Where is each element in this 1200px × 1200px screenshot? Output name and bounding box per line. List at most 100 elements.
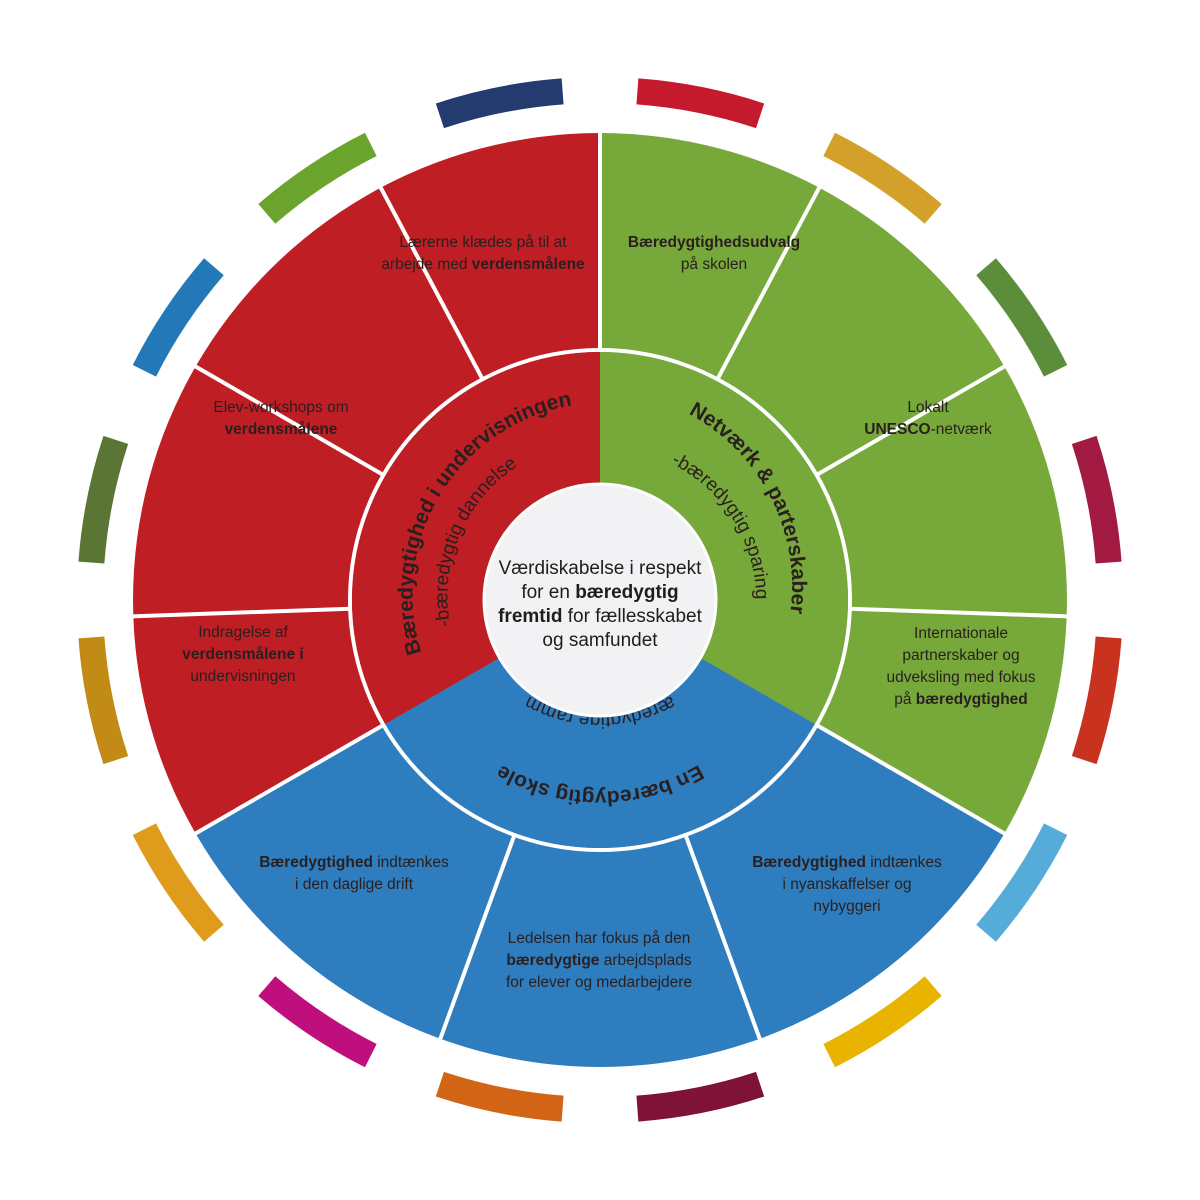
text-run: bæredygtighed	[916, 691, 1028, 708]
inner-ring-border	[348, 348, 852, 852]
text-run: UNESCO	[864, 421, 930, 438]
text-run: på skolen	[681, 256, 747, 273]
text-line: verdensmålene i	[182, 646, 303, 663]
sdg-segment	[976, 258, 1068, 377]
text-run: arbejde med	[381, 256, 471, 273]
segment-label-red-top: Lærerne klædes på til at arbejde med verd…	[381, 234, 585, 273]
text-run: for fællesskabet	[563, 606, 703, 627]
sdg-segment	[78, 435, 129, 564]
text-run: arbejdsplads	[599, 952, 691, 969]
divider-line	[190, 723, 385, 838]
text-line: arbejde med verdensmålene	[381, 256, 585, 273]
segment-label-green-top: Bæredygtighedsudvalg på skolen	[628, 234, 800, 273]
text-line: Elev-workshops om	[213, 399, 348, 416]
text-run: Internationale	[914, 625, 1008, 642]
text-line: i den daglige drift	[295, 876, 414, 893]
sdg-segment	[132, 258, 224, 377]
divider-line	[849, 606, 1072, 619]
text-line: Ledelsen har fokus på den	[508, 930, 691, 947]
text-line: på skolen	[681, 256, 747, 273]
sdg-segment	[636, 78, 765, 129]
text-line: Bæredygtighedsudvalg	[628, 234, 800, 251]
text-line: Lokalt	[907, 399, 949, 416]
divider-line	[683, 834, 764, 1045]
text-run: fremtid	[498, 606, 562, 627]
text-line: Lærerne klædes på til at	[399, 234, 567, 251]
text-line: Indragelse af	[198, 624, 288, 641]
text-run: -netværk	[931, 421, 992, 438]
text-run: Lokalt	[907, 399, 949, 416]
text-run: for en	[521, 582, 575, 603]
text-line: Værdiskabelse i respekt	[499, 558, 702, 579]
text-line: Bæredygtighed indtænkes	[752, 854, 942, 871]
outer-segment-labels: Lærerne klædes på til at arbejde med verd…	[182, 234, 1036, 991]
center-statement: Værdiskabelse i respekt for en bæredygtig…	[498, 558, 703, 651]
text-line: undervisningen	[190, 668, 295, 685]
segment-label-blue-left: Bæredygtighed indtænkes i den daglige dri…	[259, 854, 449, 893]
divider-line	[815, 723, 1010, 838]
text-run: udveksling med fokus	[886, 669, 1035, 686]
sdg-segment	[823, 132, 942, 224]
text-run: Elev-workshops om	[213, 399, 348, 416]
text-run: og samfundet	[542, 630, 658, 651]
text-run: i den daglige drift	[295, 876, 414, 893]
text-line: partnerskaber og	[902, 647, 1019, 664]
text-run: for elever og medarbejdere	[506, 974, 692, 991]
text-run: verdensmålene	[472, 256, 585, 273]
text-run: nybyggeri	[813, 898, 880, 915]
text-line: og samfundet	[542, 630, 658, 651]
inner-wedge-blue	[385, 600, 815, 849]
text-run: Bæredygtighed	[752, 854, 866, 871]
sdg-segment	[435, 1071, 564, 1122]
divider-line	[190, 362, 385, 477]
text-run: partnerskaber og	[902, 647, 1019, 664]
text-run: Bæredygtighed	[259, 854, 373, 871]
segment-label-blue-mid: Ledelsen har fokus på den bæredygtige arb…	[506, 930, 692, 991]
sdg-segment	[258, 976, 377, 1068]
sdg-segment	[132, 823, 224, 942]
sdg-segment	[1071, 636, 1122, 765]
sdg-segment	[258, 132, 377, 224]
text-run: Lærerne klædes på til at	[399, 234, 567, 251]
text-line: verdensmålene	[225, 421, 338, 438]
sdg-segment	[823, 976, 942, 1068]
text-line: bæredygtige arbejdsplads	[506, 952, 691, 969]
text-run: bæredygtig	[575, 582, 678, 603]
text-line: nybyggeri	[813, 898, 880, 915]
text-line: fremtid for fællesskabet	[498, 606, 703, 627]
text-line: for elever og medarbejdere	[506, 974, 692, 991]
center-disc	[482, 482, 718, 718]
text-line: udveksling med fokus	[886, 669, 1035, 686]
text-run: Værdiskabelse i respekt	[499, 558, 702, 579]
text-run: på	[894, 691, 916, 708]
divider-line	[815, 362, 1010, 477]
text-run: i nyanskaffelser og	[783, 876, 912, 893]
segment-label-red-low: Indragelse af verdensmålene i undervisning…	[182, 624, 303, 685]
text-run: verdensmålene i	[182, 646, 303, 663]
text-run: Ledelsen har fokus på den	[508, 930, 691, 947]
text-run: Bæredygtighedsudvalg	[628, 234, 800, 251]
text-line: på bæredygtighed	[894, 691, 1028, 708]
center-circle: Værdiskabelse i respekt for en bæredygtig…	[482, 482, 718, 718]
divider-line	[376, 182, 485, 381]
segment-label-green-low: Internationale partnerskaber og udveksling…	[886, 625, 1035, 708]
text-run: indtænkes	[373, 854, 449, 871]
segment-label-blue-right: Bæredygtighed indtænkes i nyanskaffelser …	[752, 854, 942, 915]
text-line: for en bæredygtig	[521, 582, 678, 603]
text-line: Internationale	[914, 625, 1008, 642]
text-run: undervisningen	[190, 668, 295, 685]
text-run: verdensmålene	[225, 421, 338, 438]
sdg-segment	[1071, 435, 1122, 564]
sdg-segment	[78, 636, 129, 765]
sdg-segment	[976, 823, 1068, 942]
divider-line	[436, 834, 517, 1045]
text-line: Bæredygtighed indtænkes	[259, 854, 449, 871]
sdg-segment	[636, 1071, 765, 1122]
text-line: i nyanskaffelser og	[783, 876, 912, 893]
segment-dividers	[128, 128, 1072, 1045]
divider-line	[128, 606, 351, 619]
text-run: indtænkes	[866, 854, 942, 871]
divider-line	[715, 182, 824, 381]
